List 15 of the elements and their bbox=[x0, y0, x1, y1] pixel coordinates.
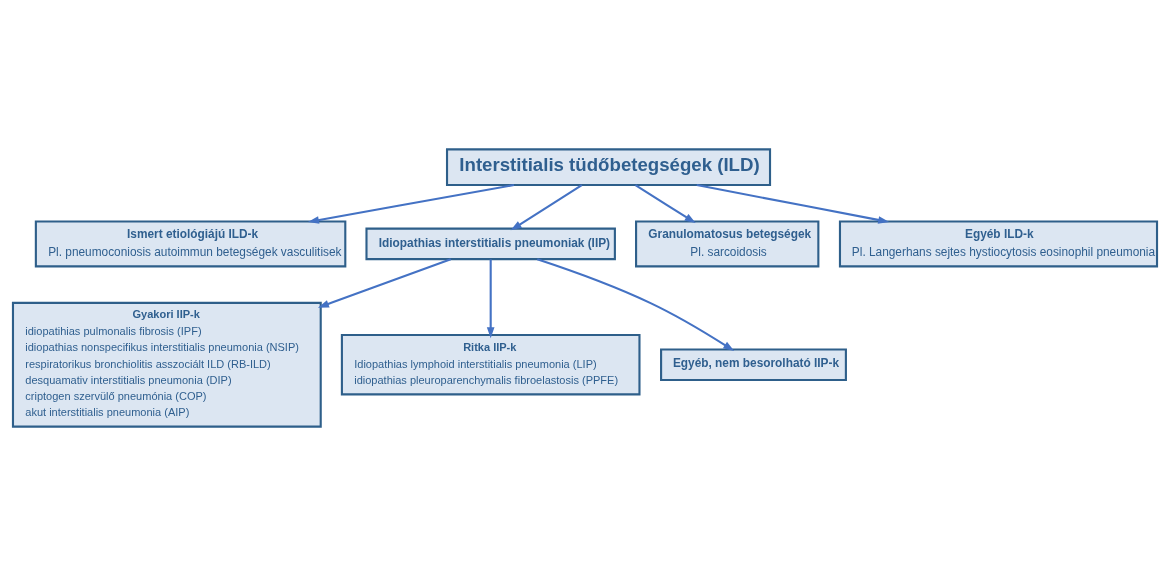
arrow bbox=[634, 184, 696, 224]
node-box: Ritka IIP-k Idiopathias lymphoid interstitialis pneumonia (LIP) idiopathias pleuroparenchymalis fibroelastosis (PPFE) bbox=[340, 334, 641, 396]
node-box: Idiopathias interstitialis pneumoniak (IIP) bbox=[365, 227, 616, 261]
arrow bbox=[536, 258, 735, 352]
arrow bbox=[510, 184, 583, 231]
node-box: Granulomatosus betegségek Pl. sarcoidosis bbox=[635, 220, 820, 268]
arrow bbox=[486, 259, 495, 339]
node-box: Egyéb, nem besorolható IIP-k bbox=[660, 348, 847, 382]
arrow bbox=[696, 183, 890, 224]
arrow bbox=[307, 183, 515, 224]
node-box: Egyéb ILD-k Pl. Langerhans sejtes hystiocytosis eosinophil pneumonia bbox=[838, 220, 1159, 268]
node-box: Gyakori IIP-k idiopatihias pulmonalis fibrosis (IPF) idiopathias nonspecifikus interstitialis pneumonia (NSIP) respiratorikus bronchiolitis asszociált ILD (RB-ILD) desquamativ interstitialis pneumonia (DIP) criptogen szervülő pneumónia (COP) akut interstitialis pneumonia (AIP) bbox=[11, 301, 322, 428]
arrow bbox=[317, 258, 452, 308]
node-box: Interstitialis tüdőbetegségek (ILD) bbox=[445, 148, 772, 187]
node-box: Ismert etiológiájú ILD-k Pl. pneumoconiosis autoimmun betegségek vasculitisek bbox=[34, 220, 347, 268]
